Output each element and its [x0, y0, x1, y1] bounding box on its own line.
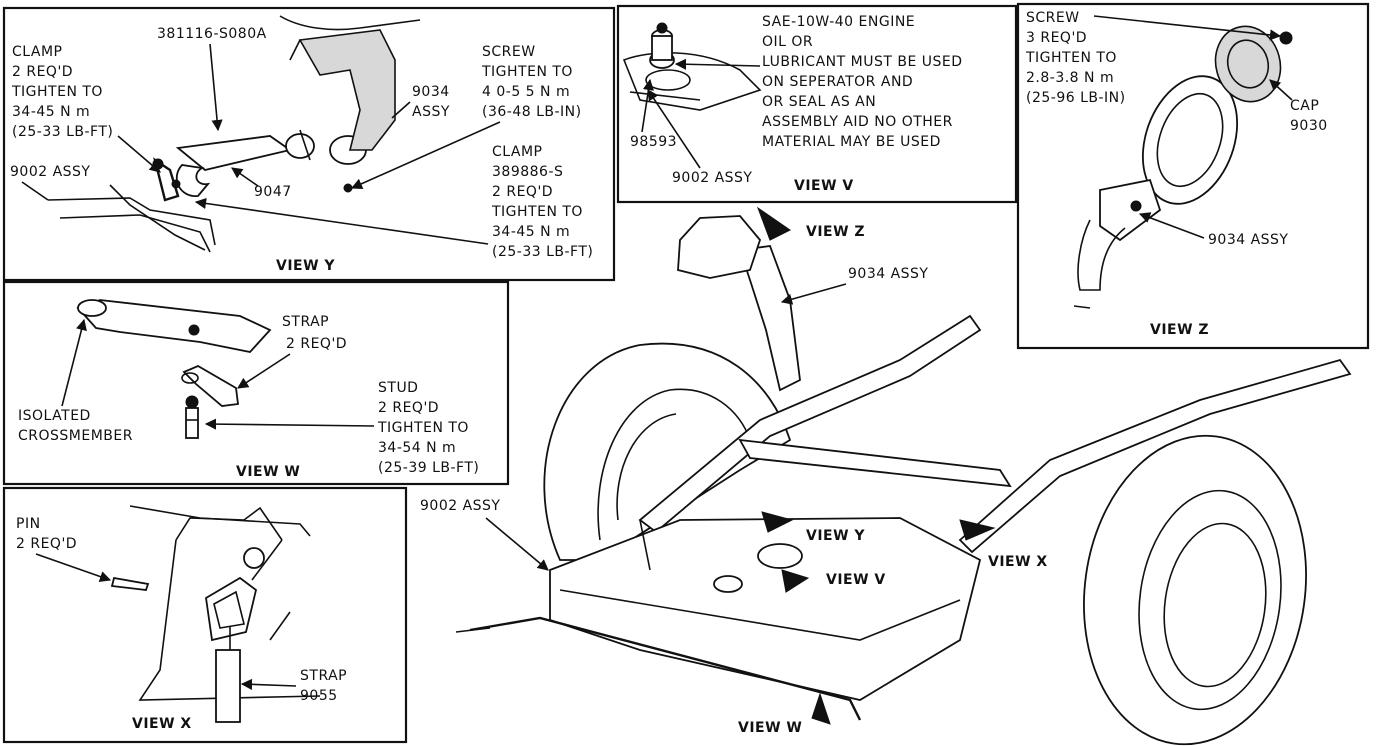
- view-z-cap-label: CAP 9030: [1290, 98, 1328, 134]
- view-x-drawing: [110, 505, 321, 723]
- view-z-drawing: [1073, 25, 1293, 309]
- z-screw-line-3: TIGHTEN TO: [1025, 50, 1117, 66]
- clamp-right-line-3: 2 REQ'D: [492, 184, 553, 200]
- view-y-clamp-left-label: CLAMP 2 REQ'D TIGHTEN TO 34-45 N m (25-3…: [11, 44, 113, 140]
- right-tire: [1083, 434, 1307, 746]
- isolated-line-2: CROSSMEMBER: [18, 428, 133, 444]
- clamp-right-line-6: (25-33 LB-FT): [492, 244, 593, 260]
- view-x-title: VIEW X: [132, 716, 192, 732]
- main-view-y-label: VIEW Y: [806, 528, 865, 544]
- note-line-2: OIL OR: [762, 34, 813, 50]
- view-w-title: VIEW W: [236, 464, 300, 480]
- main-view-w-label: VIEW W: [738, 720, 802, 736]
- view-x-strap-label: STRAP 9055: [300, 668, 347, 704]
- note-line-7: MATERIAL MAY BE USED: [762, 134, 941, 150]
- screw-line-2: TIGHTEN TO: [481, 64, 573, 80]
- x-strap-line-1: STRAP: [300, 668, 347, 684]
- view-v-note: SAE-10W-40 ENGINE OIL OR LUBRICANT MUST …: [762, 14, 963, 150]
- pin-line-2: 2 REQ'D: [16, 536, 77, 552]
- z-screw-line-2: 3 REQ'D: [1026, 30, 1087, 46]
- main-view-v-label: VIEW V: [826, 572, 886, 588]
- view-v-title: VIEW V: [794, 178, 854, 194]
- stud-line-4: 34-54 N m: [378, 440, 456, 456]
- screw-line-4: (36-48 LB-IN): [482, 104, 582, 120]
- view-w-stud-label: STUD 2 REQ'D TIGHTEN TO 34-54 N m (25-39…: [377, 380, 479, 476]
- cap-line-2: 9030: [1290, 118, 1328, 134]
- clamp-right-line-2: 389886-S: [492, 164, 563, 180]
- clamp-left-line-4: 34-45 N m: [12, 104, 90, 120]
- view-z-panel: SCREW 3 REQ'D TIGHTEN TO 2.8-3.8 N m (25…: [1016, 2, 1370, 350]
- stud-line-5: (25-39 LB-FT): [378, 460, 479, 476]
- filler-neck: [738, 245, 801, 392]
- frame-rail-left: [638, 314, 982, 534]
- view-y-9047-label: 9047: [254, 184, 292, 200]
- screw-line-1: SCREW: [482, 44, 536, 60]
- view-w-strap-label: STRAP 2 REQ'D: [282, 314, 347, 352]
- clamp-left-line-1: CLAMP: [12, 44, 63, 60]
- view-w-isolated-label: ISOLATED CROSSMEMBER: [18, 408, 133, 444]
- view-w-panel: STRAP 2 REQ'D ISOLATED CROSSMEMBER STUD …: [2, 280, 510, 486]
- fuel-tank: [549, 517, 982, 701]
- view-v-98593-label: 98593: [630, 134, 677, 150]
- stud-line-2: 2 REQ'D: [378, 400, 439, 416]
- view-y-clamp-right-label: CLAMP 389886-S 2 REQ'D TIGHTEN TO 34-45 …: [491, 144, 593, 260]
- view-w-border: [2, 280, 510, 486]
- note-line-4: ON SEPERATOR AND: [762, 74, 913, 90]
- view-z-9034-label: 9034 ASSY: [1208, 232, 1288, 248]
- frame-rail-right: [958, 358, 1352, 554]
- z-screw-line-1: SCREW: [1026, 10, 1080, 26]
- view-y-title: VIEW Y: [276, 258, 335, 274]
- note-line-6: ASSEMBLY AID NO OTHER: [762, 114, 953, 130]
- left-tire: [543, 342, 792, 561]
- view-v-drawing: [622, 22, 762, 111]
- isolated-line-1: ISOLATED: [18, 408, 91, 424]
- clamp-left-line-5: (25-33 LB-FT): [12, 124, 113, 140]
- view-y-9002-label: 9002 ASSY: [10, 164, 90, 180]
- view-z-title: VIEW Z: [1150, 322, 1209, 338]
- w-strap-line-2: 2 REQ'D: [286, 336, 347, 352]
- z-screw-line-5: (25-96 LB-IN): [1026, 90, 1126, 106]
- stud-line-3: TIGHTEN TO: [377, 420, 469, 436]
- view-v-border: [616, 4, 1018, 204]
- view-x-border: [2, 486, 408, 744]
- assy-9034-line-1: 9034: [412, 84, 450, 100]
- main-9002-label: 9002 ASSY: [420, 498, 500, 514]
- view-y-part-number: 381116-S080A: [157, 26, 267, 42]
- view-z-screw-label: SCREW 3 REQ'D TIGHTEN TO 2.8-3.8 N m (25…: [1025, 10, 1126, 106]
- main-assembly-drawing: [455, 206, 1352, 746]
- filler-housing: [677, 215, 762, 279]
- view-y-screw-label: SCREW TIGHTEN TO 4 0-5 5 N m (36-48 LB-I…: [481, 44, 582, 120]
- x-strap-line-2: 9055: [300, 688, 338, 704]
- note-line-3: LUBRICANT MUST BE USED: [762, 54, 963, 70]
- note-line-1: SAE-10W-40 ENGINE: [762, 14, 915, 30]
- view-x-panel: PIN 2 REQ'D STRAP 9055 VIEW X: [2, 486, 408, 744]
- view-x-pin-label: PIN 2 REQ'D: [16, 516, 77, 552]
- view-z-border: [1016, 2, 1370, 350]
- crossmember: [738, 438, 1012, 488]
- clamp-right-line-4: TIGHTEN TO: [491, 204, 583, 220]
- w-strap-line-1: STRAP: [282, 314, 329, 330]
- clamp-right-line-5: 34-45 N m: [492, 224, 570, 240]
- main-view-x-label: VIEW X: [988, 554, 1048, 570]
- z-screw-line-4: 2.8-3.8 N m: [1026, 70, 1114, 86]
- stud-line-1: STUD: [378, 380, 418, 396]
- pin-line-1: PIN: [16, 516, 41, 532]
- clamp-left-line-2: 2 REQ'D: [12, 64, 73, 80]
- assy-9034-line-2: ASSY: [412, 104, 450, 120]
- clamp-left-line-3: TIGHTEN TO: [11, 84, 103, 100]
- cap-line-1: CAP: [1290, 98, 1319, 114]
- main-view-z-label: VIEW Z: [806, 224, 865, 240]
- view-v-panel: SAE-10W-40 ENGINE OIL OR LUBRICANT MUST …: [616, 4, 1018, 204]
- note-line-5: OR SEAL AS AN: [762, 94, 876, 110]
- view-y-9034-label: 9034 ASSY: [412, 84, 450, 120]
- view-w-drawing: [76, 299, 272, 439]
- clamp-right-line-1: CLAMP: [492, 144, 543, 160]
- view-y-border: [2, 6, 616, 282]
- view-y-panel: 381116-S080A CLAMP 2 REQ'D TIGHTEN TO 34…: [2, 6, 616, 282]
- view-v-9002-label: 9002 ASSY: [672, 170, 752, 186]
- main-9034-label: 9034 ASSY: [848, 266, 928, 282]
- screw-line-3: 4 0-5 5 N m: [482, 84, 570, 100]
